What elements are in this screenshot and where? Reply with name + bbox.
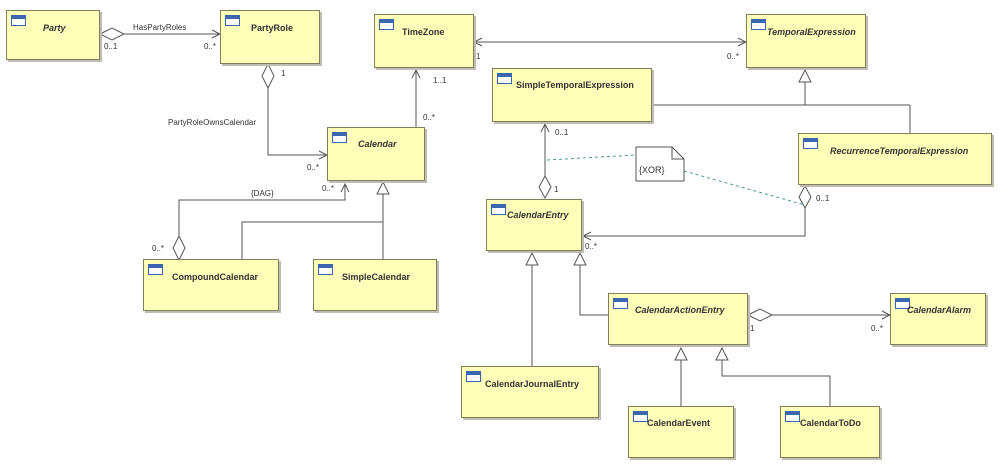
class-name: PartyRole (251, 23, 294, 33)
class-name: Calendar (358, 139, 397, 149)
mult-party-side: 0..1 (104, 42, 118, 51)
class-name: RecurrenceTemporalExpression (830, 146, 969, 156)
action-gen-triangle (573, 251, 587, 266)
mult-compound-many: 0..* (152, 244, 164, 253)
class-icon (225, 15, 240, 26)
party-role-owns-calendar-line (267, 88, 327, 155)
class-compound-calendar[interactable]: CompoundCalendar (143, 259, 279, 311)
mult-dag-many: 0..* (322, 184, 334, 193)
class-icon (148, 264, 163, 275)
xor-note-text: {XOR} (639, 165, 665, 175)
mult-entry-one: 1 (554, 185, 559, 194)
party-aggregation-diamond (98, 27, 126, 41)
class-icon (633, 411, 648, 422)
class-party[interactable]: Party (6, 10, 100, 60)
class-name: Party (43, 23, 66, 33)
xor-note-fold (671, 147, 684, 160)
party-role-aggregation-diamond (261, 62, 275, 90)
class-calendar-action-entry[interactable]: CalendarActionEntry (608, 293, 748, 345)
class-name: CompoundCalendar (172, 272, 259, 282)
class-name: TemporalExpression (767, 27, 856, 37)
class-calendar[interactable]: Calendar (327, 127, 425, 181)
mult-party-role-side: 0..* (204, 42, 216, 51)
class-party-role[interactable]: PartyRole (220, 10, 320, 64)
class-icon (466, 371, 481, 382)
xor-note-shape (635, 146, 685, 182)
class-icon (11, 15, 26, 26)
calendar-generalization-triangle (376, 180, 390, 195)
class-calendar-alarm[interactable]: CalendarAlarm (890, 293, 986, 345)
class-icon (332, 132, 347, 143)
mult-entry-many: 0..* (585, 242, 597, 251)
class-name: CalendarJournalEntry (485, 379, 580, 389)
entry-ste-diamond (538, 174, 552, 200)
mult-calendar-tz: 0..* (423, 113, 435, 122)
class-name: CalendarActionEntry (635, 305, 725, 315)
class-name: CalendarEvent (647, 418, 711, 428)
class-icon (491, 204, 506, 215)
mult-tz-one: 1 (476, 52, 481, 61)
party-role-owns-calendar-label: PartyRoleOwnsCalendar (168, 118, 256, 127)
has-party-roles-label: HasPartyRoles (133, 23, 186, 32)
class-icon (785, 411, 800, 422)
class-name: SimpleTemporalExpression (516, 80, 634, 90)
class-simple-temporal-expression[interactable]: SimpleTemporalExpression (492, 68, 652, 122)
mult-calendar-from-role: 0..* (307, 163, 319, 172)
todo-gen-triangle (715, 346, 729, 361)
class-icon (613, 298, 628, 309)
journal-gen-triangle (525, 251, 539, 266)
class-icon (803, 138, 818, 149)
action-diamond (746, 308, 774, 322)
rte-entry-line (583, 208, 806, 236)
class-icon (751, 19, 766, 30)
class-simple-calendar[interactable]: SimpleCalendar (313, 259, 437, 311)
class-time-zone[interactable]: TimeZone (374, 14, 474, 68)
class-icon (379, 19, 394, 30)
mult-ste-zero-one: 0..1 (555, 128, 569, 137)
class-recurrence-temporal-expression[interactable]: RecurrenceTemporalExpression (798, 133, 992, 185)
rte-diamond (798, 184, 812, 210)
class-name: TimeZone (402, 27, 445, 37)
class-name: CalendarEntry (507, 210, 569, 220)
class-name: SimpleCalendar (342, 272, 411, 282)
compound-diamond (172, 234, 186, 262)
mult-tz-one-one: 1..1 (433, 76, 447, 85)
mult-action-one: 1 (750, 324, 755, 333)
class-calendar-todo[interactable]: CalendarToDo (780, 406, 880, 458)
class-name: CalendarAlarm (907, 305, 972, 315)
class-calendar-event[interactable]: CalendarEvent (628, 406, 734, 458)
dag-line (178, 184, 345, 240)
class-temporal-expression[interactable]: TemporalExpression (746, 14, 866, 68)
action-gen-line (579, 265, 608, 316)
todo-gen-line (721, 360, 831, 406)
class-icon (497, 73, 512, 84)
event-gen-triangle (674, 346, 688, 361)
temporal-generalization-triangle (798, 68, 812, 83)
mult-temporal-many: 0..* (727, 52, 739, 61)
mult-rte-zero-one: 0..1 (816, 194, 830, 203)
mult-party-role-one: 1 (281, 69, 286, 78)
class-name: CalendarToDo (800, 418, 861, 428)
class-icon (895, 298, 910, 309)
xor-dashed-right (683, 170, 806, 206)
dag-label: {DAG} (251, 189, 274, 198)
class-calendar-journal-entry[interactable]: CalendarJournalEntry (461, 366, 599, 418)
xor-dashed-left (546, 154, 637, 161)
class-calendar-entry[interactable]: CalendarEntry (486, 199, 582, 251)
class-icon (318, 264, 333, 275)
mult-alarm-many: 0..* (871, 324, 883, 333)
